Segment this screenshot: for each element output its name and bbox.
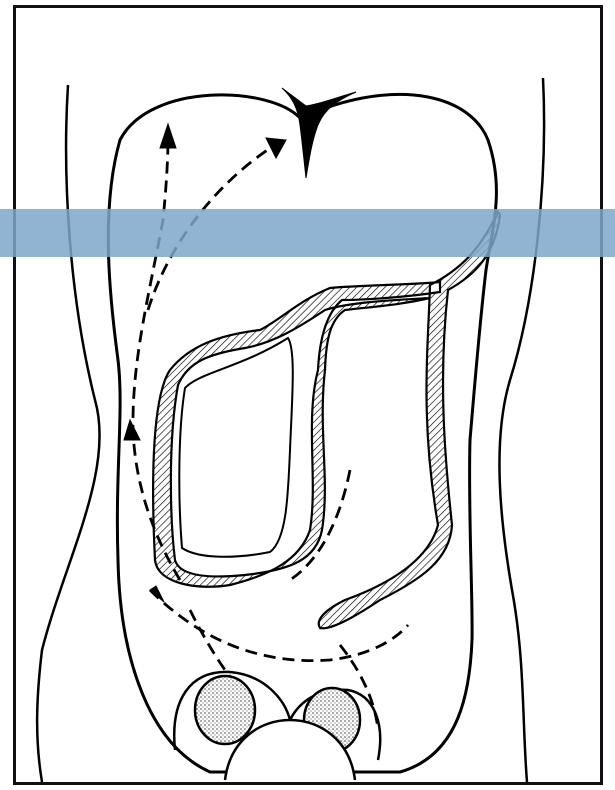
small-bowel-loop-outline	[179, 338, 292, 557]
arrowheads	[124, 124, 286, 602]
omentum-loop-hatched	[153, 212, 500, 628]
arrowhead-diagonal-icon	[266, 138, 286, 158]
pelvic-organs	[174, 672, 380, 780]
dashed-flow-arrows	[133, 140, 408, 730]
torso-right-edge	[499, 78, 544, 782]
left-ovary-stippled	[195, 676, 255, 744]
torso-left-edge	[37, 85, 100, 782]
arrowhead-up-icon	[160, 124, 176, 148]
arrowhead-left-lower-icon	[124, 420, 140, 440]
